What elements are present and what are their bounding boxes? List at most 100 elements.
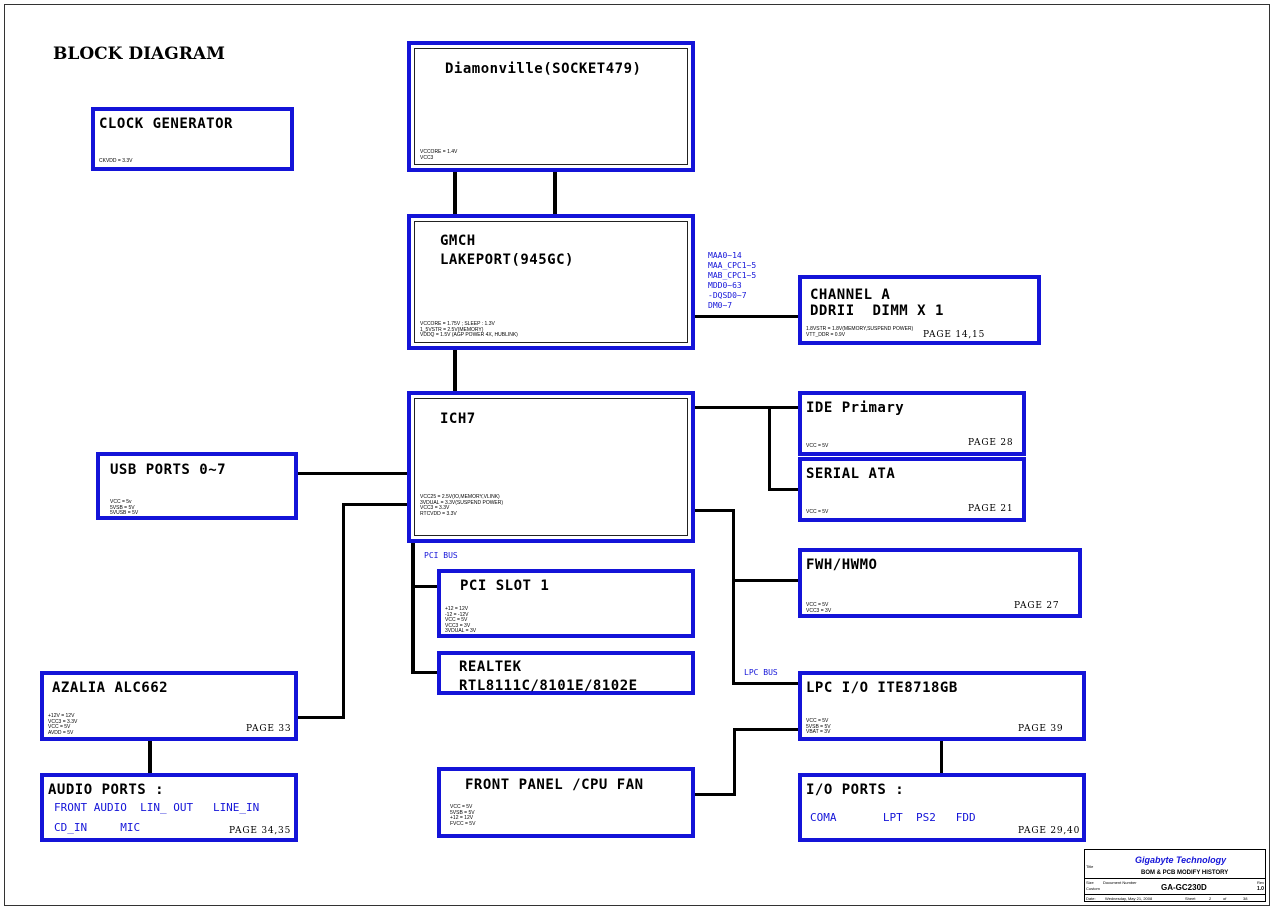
title-block-size-value: Custom — [1086, 886, 1100, 891]
lpc-io-block: LPC I/O ITE8718GB VCC = 5V 5VSB = 5V VBA… — [798, 671, 1086, 741]
wire-sata — [768, 488, 800, 491]
wire-lpc-io — [940, 739, 943, 775]
channel-page: PAGE 14,15 — [923, 330, 986, 340]
title-block-title-label: Title — [1086, 864, 1094, 869]
title-block-sheet-label: Sheet — [1185, 896, 1196, 901]
azalia-title: AZALIA ALC662 — [52, 680, 169, 696]
title-block-subtitle: BOM & PCB MODIFY HISTORY — [1141, 870, 1229, 876]
title-block-rev-label: Rev — [1257, 880, 1265, 885]
ide-page: PAGE 28 — [968, 438, 1014, 448]
wire-pci-bus-v — [411, 540, 415, 674]
wire-front-h2 — [733, 728, 800, 731]
wire-cpu-gmch-2 — [553, 170, 557, 216]
wire-azalia-v — [342, 503, 345, 719]
ich-title: ICH7 — [440, 411, 476, 427]
ide-title: IDE Primary — [806, 400, 905, 416]
title-block-date: Wednesday, May 21, 2008 — [1105, 896, 1153, 901]
lpc-page: PAGE 39 — [1018, 724, 1064, 734]
channel-title: CHANNEL A DDRII DIMM X 1 — [810, 287, 944, 319]
wire-front-v — [733, 728, 736, 796]
front-title: FRONT PANEL /CPU FAN — [465, 777, 644, 793]
wire-azalia-audio — [148, 739, 152, 775]
channel-a-block: CHANNEL A DDRII DIMM X 1 1.8VSTR = 1.8V(… — [798, 275, 1041, 345]
diagram-title: BLOCK DIAGRAM — [53, 44, 225, 64]
fwh-notes: VCC = 5V VCC3 = 3V — [806, 602, 832, 614]
wire-cpu-gmch-1 — [453, 170, 457, 216]
fwh-title: FWH/HWMO — [806, 557, 878, 573]
pci-bus-label: PCI BUS — [424, 551, 458, 560]
front-panel-block: FRONT PANEL /CPU FAN VCC = 5V 5VSB = 5V … — [437, 767, 695, 838]
usb-ports-block: USB PORTS 0~7 VCC = 5v 5VSB = 5V 5VUSB =… — [96, 452, 298, 520]
wire-ide-sata-v — [768, 406, 771, 491]
ide-primary-block: IDE Primary VCC = 5V PAGE 28 — [798, 391, 1026, 456]
sata-notes: VCC = 5V — [806, 509, 829, 515]
pci-title: PCI SLOT 1 — [460, 578, 550, 594]
audio-ports-line1: FRONT AUDIO LIN_ OUT LINE_IN — [54, 801, 260, 814]
wire-front-h1 — [693, 793, 736, 796]
title-block-doc-number: GA-GC230D — [1161, 883, 1207, 892]
lpc-bus-label: LPC BUS — [744, 668, 778, 677]
wire-ich-lpc-h — [693, 509, 735, 512]
title-block: Gigabyte Technology Title BOM & PCB MODI… — [1084, 849, 1266, 902]
title-block-of-label: of — [1223, 896, 1227, 901]
title-block-date-label: Date: — [1086, 896, 1096, 901]
title-block-divider — [1085, 878, 1265, 879]
io-title: I/O PORTS : — [806, 782, 905, 798]
azalia-notes: +12V = 12V VCC3 = 3.3V VCC = 5V AVDD = 5… — [48, 713, 78, 736]
wire-gmch-channel — [693, 315, 800, 318]
realtek-block: REALTEK RTL8111C/8101E/8102E — [437, 651, 695, 695]
pci-slot-block: PCI SLOT 1 +12 = 12V -12 = -12V VCC = 5V… — [437, 569, 695, 638]
azalia-block: AZALIA ALC662 +12V = 12V VCC3 = 3.3V VCC… — [40, 671, 298, 741]
fwh-hwmo-block: FWH/HWMO VCC = 5V VCC3 = 3V PAGE 27 — [798, 548, 1082, 618]
ich-notes: VCC25 = 2.5V(IO,MEMORY,VLINK) 3VDUAL = 3… — [420, 494, 504, 517]
sata-title: SERIAL ATA — [806, 466, 896, 482]
wire-usb-ich — [296, 472, 409, 475]
gmch-title: GMCH LAKEPORT(945GC) — [440, 233, 574, 268]
memory-signal-list: MAA0~14 MAA_CPC1~5 MAB_CPC1~5 MDD0~63 -D… — [708, 251, 757, 310]
wire-fwh — [732, 579, 800, 582]
audio-ports-block: AUDIO PORTS : FRONT AUDIO LIN_ OUT LINE_… — [40, 773, 298, 842]
wire-pci-slot — [411, 585, 439, 588]
wire-azalia-ich — [342, 503, 409, 506]
title-block-sheet-value: 2 — [1209, 896, 1212, 901]
audio-page: PAGE 34,35 — [229, 826, 292, 836]
wire-gmch-ich — [453, 348, 457, 394]
title-block-of-value: 38 — [1243, 896, 1248, 901]
cpu-title: Diamonville(SOCKET479) — [445, 61, 642, 77]
cpu-notes: VCCORE = 1.4V VCC3 — [420, 149, 458, 161]
io-ports-block: I/O PORTS : COMA LPT PS2 FDD PAGE 29,40 — [798, 773, 1086, 842]
wire-lpc-bus-v — [732, 509, 735, 685]
title-block-divider-2 — [1085, 894, 1265, 895]
fwh-page: PAGE 27 — [1014, 601, 1060, 611]
gmch-block: GMCH LAKEPORT(945GC) VCCORE = 1.75V ; SL… — [407, 214, 695, 350]
channel-notes: 1.8VSTR = 1.8V(MEMORY,SUSPEND POWER) VTT… — [806, 326, 914, 338]
title-block-doc-label: Document Number — [1103, 880, 1137, 885]
title-block-company: Gigabyte Technology — [1135, 855, 1227, 865]
title-block-rev: 1.0 — [1257, 886, 1264, 892]
clock-generator-block: CLOCK GENERATOR CKVDD = 3.3V — [91, 107, 294, 171]
wire-azalia-h — [296, 716, 344, 719]
wire-pci-realtek — [411, 671, 439, 674]
azalia-page: PAGE 33 — [246, 724, 292, 734]
audio-title: AUDIO PORTS : — [48, 782, 165, 798]
title-block-size-label: Size — [1086, 880, 1094, 885]
gmch-notes: VCCORE = 1.75V ; SLEEP : 1.3V 1_5VSTR = … — [420, 321, 518, 339]
io-page: PAGE 29,40 — [1018, 826, 1081, 836]
clock-title: CLOCK GENERATOR — [99, 116, 233, 132]
wire-lpc — [732, 682, 800, 685]
lpc-title: LPC I/O ITE8718GB — [806, 680, 958, 696]
front-notes: VCC = 5V 5VSB = 5V +12 = 12V FVCC = 5V — [450, 804, 476, 827]
cpu-block: Diamonville(SOCKET479) VCCORE = 1.4V VCC… — [407, 41, 695, 172]
realtek-title: REALTEK RTL8111C/8101E/8102E — [459, 659, 638, 694]
wire-ich-ide — [693, 406, 800, 409]
lpc-notes: VCC = 5V 5VSB = 5V VBAT = 3V — [806, 718, 831, 736]
usb-title: USB PORTS 0~7 — [110, 462, 227, 478]
usb-notes: VCC = 5v 5VSB = 5V 5VUSB = 5V — [110, 499, 139, 517]
ide-notes: VCC = 5V — [806, 443, 829, 449]
sata-page: PAGE 21 — [968, 504, 1014, 514]
pci-notes: +12 = 12V -12 = -12V VCC = 5V VCC3 = 3V … — [445, 606, 477, 635]
clock-notes: CKVDD = 3.3V — [99, 158, 133, 164]
ich-block: ICH7 VCC25 = 2.5V(IO,MEMORY,VLINK) 3VDUA… — [407, 391, 695, 543]
io-ports-line1: COMA LPT PS2 FDD — [810, 811, 976, 824]
serial-ata-block: SERIAL ATA VCC = 5V PAGE 21 — [798, 457, 1026, 522]
